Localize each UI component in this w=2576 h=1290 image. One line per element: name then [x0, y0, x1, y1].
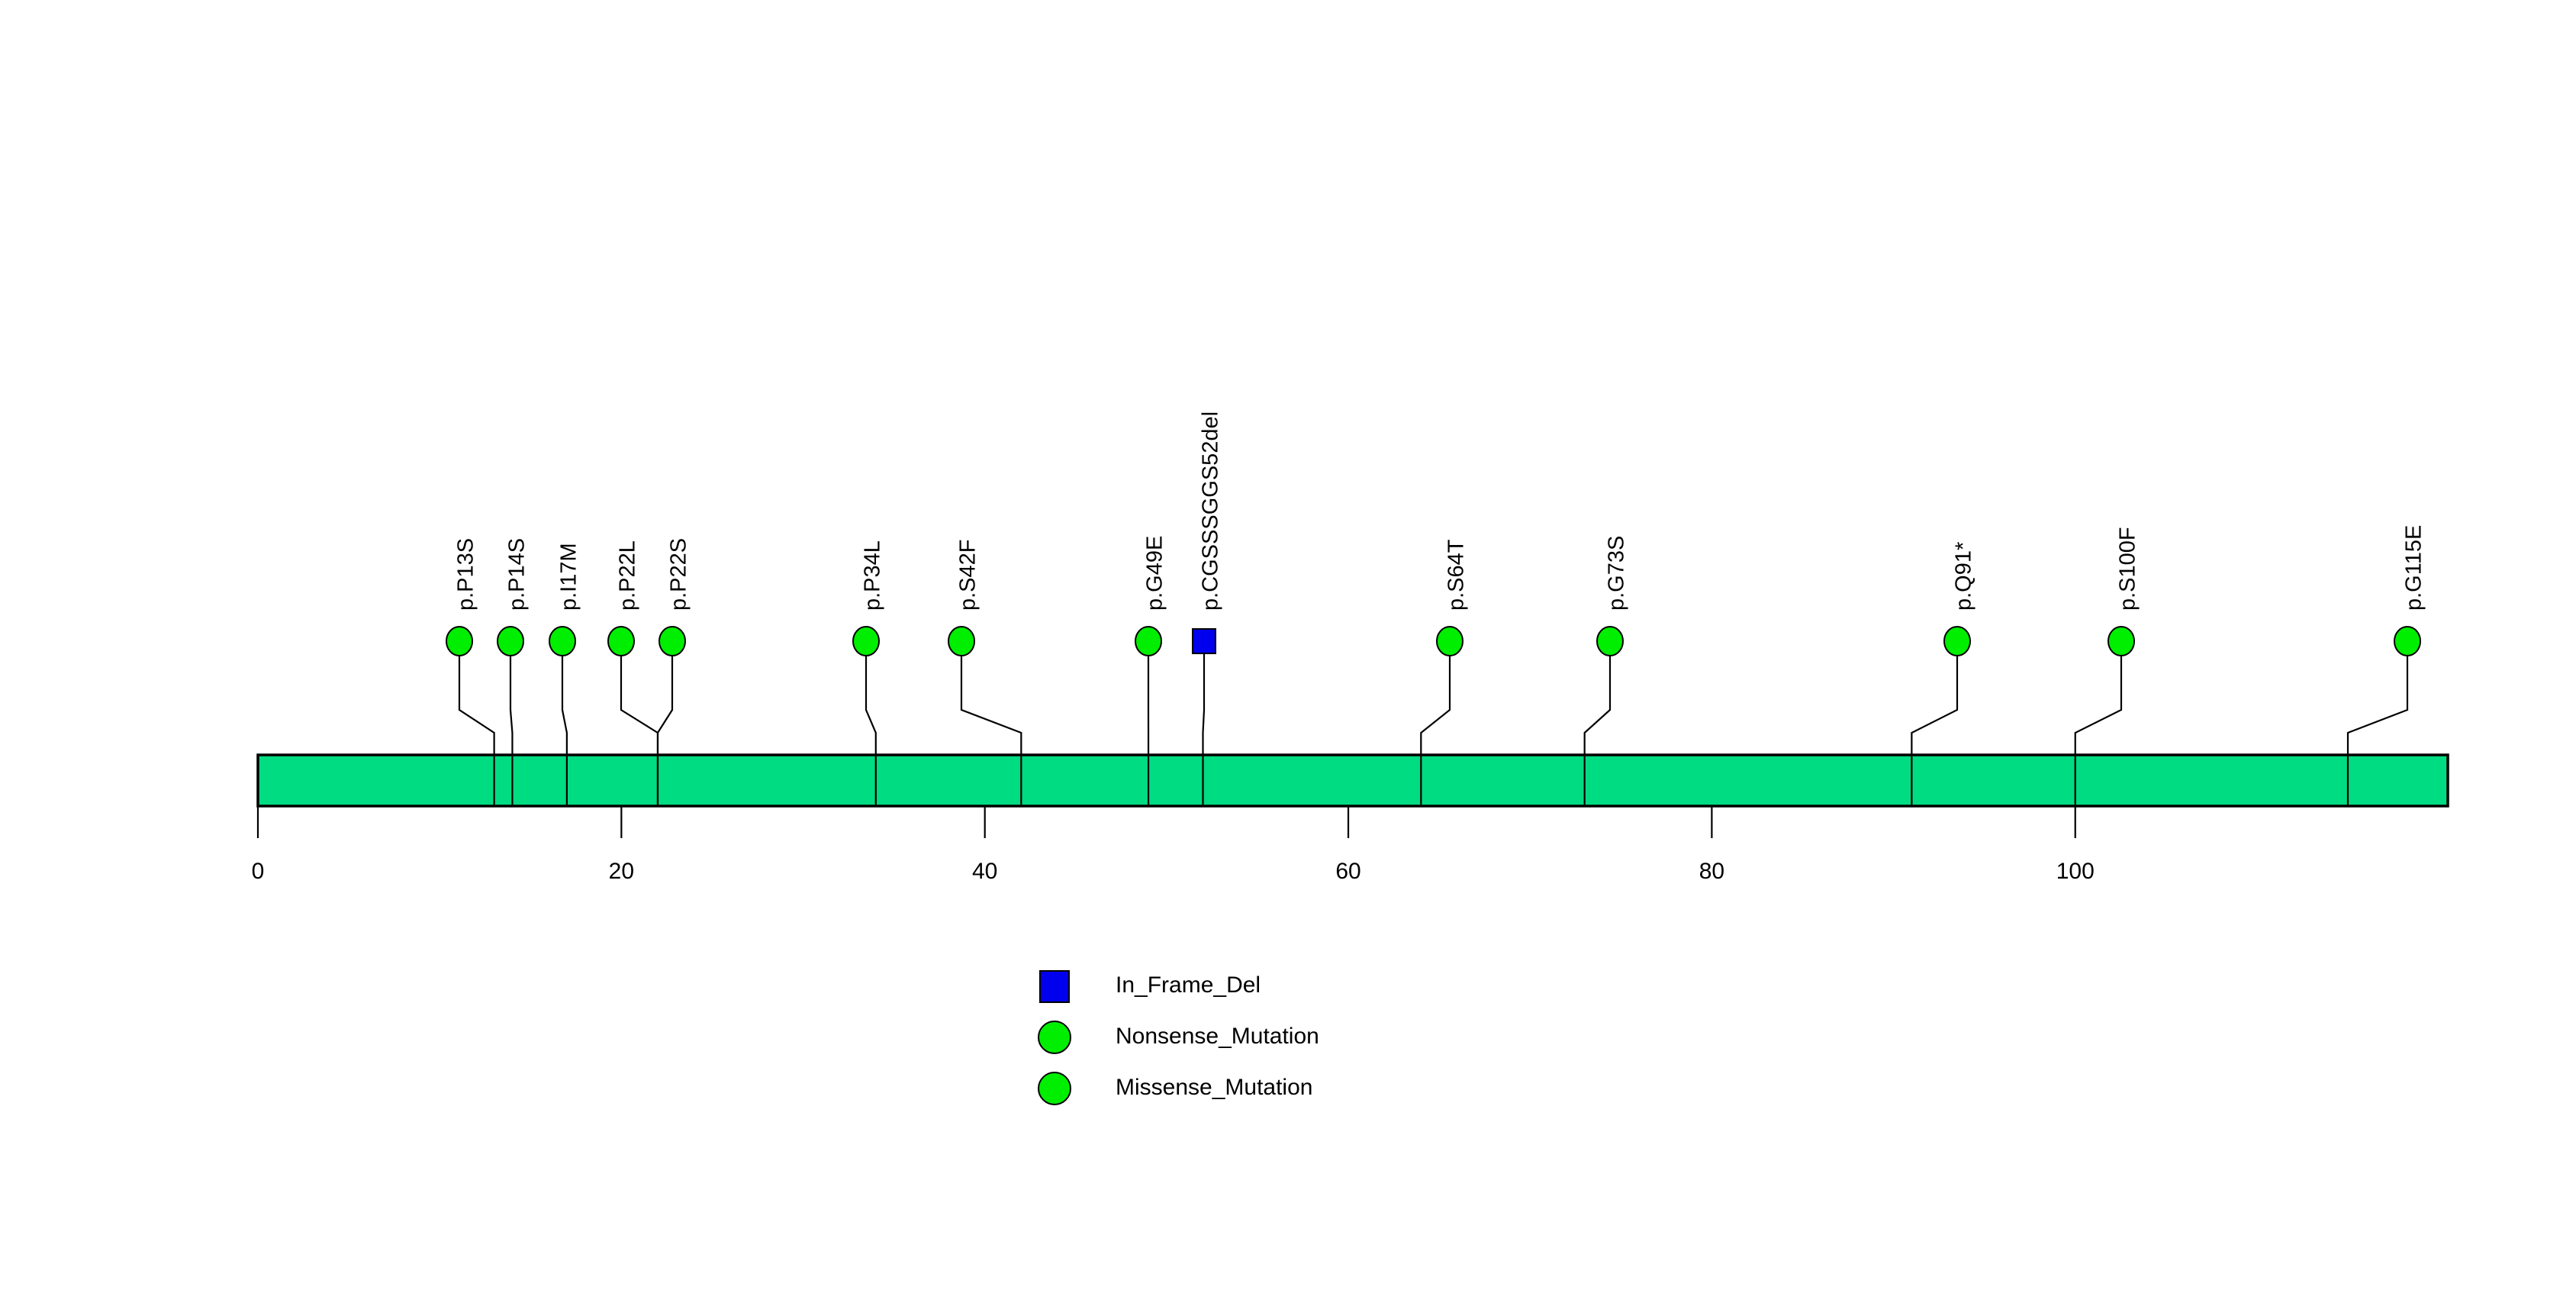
mutation-marker-circle[interactable]	[446, 626, 473, 656]
axis-tick-label: 60	[1335, 859, 1360, 884]
protein-bar-division-lines-layer	[493, 755, 2349, 806]
mutation-marker-circle[interactable]	[549, 626, 576, 656]
legend-swatch-square[interactable]	[1039, 970, 1070, 1003]
mutation-marker-circle[interactable]	[2394, 626, 2421, 656]
mutation-labels-layer: p.P13S p.P14S p.I17M p.P22L p.P22S p.P34L p.S4…	[454, 411, 2426, 611]
mutation-label: p.P13S	[454, 538, 478, 611]
mutation-marker-circle[interactable]	[948, 626, 975, 656]
mutation-marker-circle[interactable]	[2107, 626, 2135, 656]
legend-swatch-circle[interactable]	[1038, 1072, 1071, 1105]
mutation-label: p.S42F	[956, 540, 980, 611]
mutation-marker-circle[interactable]	[1596, 626, 1624, 656]
mutation-markers-layer	[446, 626, 2421, 656]
mutation-marker-circle[interactable]	[497, 626, 524, 656]
protein-domain-bar	[256, 753, 2449, 808]
mutation-label: p.S100F	[2116, 527, 2140, 611]
mutation-label: p.S64T	[1444, 539, 1469, 611]
axis-tick-label: 100	[2056, 859, 2095, 884]
legend-label: Missense_Mutation	[1116, 1075, 1312, 1100]
mutation-label: p.G73S	[1605, 536, 1629, 611]
legend-layer: In_Frame_DelNonsense_MutationMissense_Mu…	[1038, 970, 1319, 1105]
mutation-marker-circle[interactable]	[1135, 626, 1162, 656]
mutation-marker-circle[interactable]	[1943, 626, 1971, 656]
mutation-label: p.CGSSSGGS52del	[1199, 411, 1223, 611]
mutation-label: p.G115E	[2402, 525, 2426, 611]
mutation-label: p.P34L	[861, 540, 885, 611]
axis-tick-label: 0	[252, 859, 265, 884]
mutation-marker-circle[interactable]	[607, 626, 635, 656]
axis-tick-label: 40	[972, 859, 997, 884]
protein-domain-bar-layer	[256, 753, 2449, 808]
mutation-marker-circle[interactable]	[658, 626, 686, 656]
mutation-label: p.Q91*	[1952, 542, 1976, 611]
legend-swatch-circle[interactable]	[1038, 1021, 1071, 1054]
axis-tick-label: 80	[1699, 859, 1724, 884]
legend-label: Nonsense_Mutation	[1116, 1024, 1319, 1049]
mutation-label: p.P14S	[505, 538, 530, 611]
mutation-marker-circle[interactable]	[852, 626, 880, 656]
axis-tick-label: 20	[609, 859, 634, 884]
mutation-label: p.P22S	[667, 538, 691, 611]
mutation-label: p.I17M	[557, 543, 581, 611]
mutation-label: p.P22L	[616, 540, 640, 611]
mutation-marker-square[interactable]	[1192, 628, 1216, 654]
x-axis-layer: 0 20 40 60 80 100	[252, 806, 2095, 884]
mutation-marker-circle[interactable]	[1436, 626, 1463, 656]
legend-label: In_Frame_Del	[1116, 972, 1261, 998]
mutation-label: p.G49E	[1143, 536, 1167, 611]
